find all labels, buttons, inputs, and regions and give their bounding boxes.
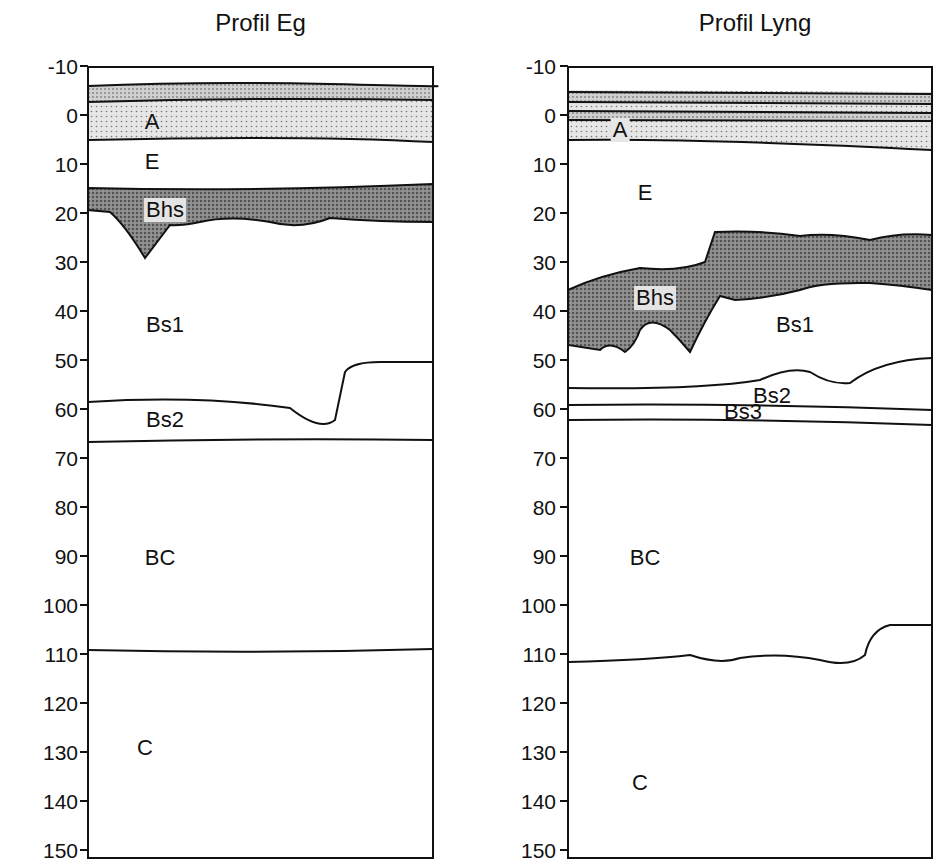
tick-mark — [80, 506, 88, 508]
depth-value: 80 — [55, 497, 78, 518]
tick-mark — [80, 604, 88, 606]
depth-value: 40 — [533, 301, 556, 322]
depth-value: -10 — [526, 56, 556, 77]
tick-mark — [560, 114, 568, 116]
depth-value: 70 — [533, 448, 556, 469]
profile-lyng-drawing — [568, 67, 932, 858]
profile-title: Profil Eg — [88, 9, 433, 37]
tick-mark — [80, 310, 88, 312]
horizon-name: A — [611, 118, 630, 142]
tick-mark — [80, 65, 88, 67]
depth-value: 90 — [55, 546, 78, 567]
depth-value: 130 — [43, 742, 78, 763]
tick-mark — [560, 457, 568, 459]
tick-mark — [80, 261, 88, 263]
depth-value: 50 — [533, 350, 556, 371]
depth-value: 90 — [533, 546, 556, 567]
depth-value: 60 — [533, 399, 556, 420]
depth-value: 100 — [43, 595, 78, 616]
depth-value: 50 — [55, 350, 78, 371]
tick-mark — [80, 751, 88, 753]
horizon-name: Bhs — [634, 286, 676, 310]
horizon-name: Bs3 — [722, 400, 764, 424]
tick-mark — [560, 506, 568, 508]
tick-mark — [560, 65, 568, 67]
tick-mark — [80, 457, 88, 459]
tick-mark — [560, 800, 568, 802]
depth-value: 110 — [45, 644, 78, 665]
tick-mark — [560, 163, 568, 165]
tick-mark — [560, 212, 568, 214]
horizon-name: BC — [143, 546, 178, 570]
tick-mark — [80, 359, 88, 361]
depth-value: 0 — [66, 105, 78, 126]
tick-mark — [560, 653, 568, 655]
horizon-name: C — [135, 736, 155, 760]
horizon-name: Bs2 — [144, 408, 186, 432]
depth-value: 150 — [521, 840, 556, 861]
tick-mark — [80, 555, 88, 557]
depth-value: 130 — [521, 742, 556, 763]
horizon-name: E — [636, 181, 655, 205]
soil-profile: Profil Lyng — [568, 67, 932, 858]
horizon-name: C — [630, 771, 650, 795]
depth-value: 80 — [533, 497, 556, 518]
tick-mark — [80, 212, 88, 214]
depth-value: 20 — [533, 203, 556, 224]
horizon-name: Bhs — [144, 198, 186, 222]
tick-mark — [560, 261, 568, 263]
depth-value: 150 — [43, 840, 78, 861]
tick-mark — [560, 408, 568, 410]
depth-value: -10 — [48, 56, 78, 77]
tick-mark — [80, 800, 88, 802]
depth-value: 110 — [523, 644, 556, 665]
tick-mark — [80, 163, 88, 165]
depth-value: 0 — [544, 105, 556, 126]
depth-value: 70 — [55, 448, 78, 469]
tick-mark — [80, 849, 88, 851]
depth-value: 140 — [521, 791, 556, 812]
tick-mark — [80, 653, 88, 655]
tick-mark — [560, 555, 568, 557]
axis-ticks — [560, 66, 568, 850]
tick-mark — [80, 114, 88, 116]
tick-mark — [560, 310, 568, 312]
tick-mark — [80, 408, 88, 410]
depth-value: 20 — [55, 203, 78, 224]
profile-eg-drawing — [88, 67, 438, 858]
depth-value: 100 — [521, 595, 556, 616]
horizon-name: A — [143, 110, 162, 134]
depth-value: 140 — [43, 791, 78, 812]
tick-mark — [560, 849, 568, 851]
horizon-name: E — [143, 150, 162, 174]
depth-value: 30 — [55, 252, 78, 273]
tick-mark — [560, 702, 568, 704]
horizon-name: Bs1 — [144, 313, 186, 337]
tick-mark — [560, 359, 568, 361]
tick-mark — [560, 604, 568, 606]
horizon-name: Bs1 — [774, 313, 816, 337]
depth-value: 60 — [55, 399, 78, 420]
tick-mark — [80, 702, 88, 704]
horizon-name: BC — [628, 546, 663, 570]
axis-ticks — [80, 66, 88, 850]
depth-value: 120 — [43, 693, 78, 714]
profile-title: Profil Lyng — [578, 9, 932, 37]
depth-value: 10 — [533, 154, 556, 175]
tick-mark — [560, 751, 568, 753]
depth-value: 10 — [55, 154, 78, 175]
depth-value: 120 — [521, 693, 556, 714]
depth-value: 40 — [55, 301, 78, 322]
depth-value: 30 — [533, 252, 556, 273]
